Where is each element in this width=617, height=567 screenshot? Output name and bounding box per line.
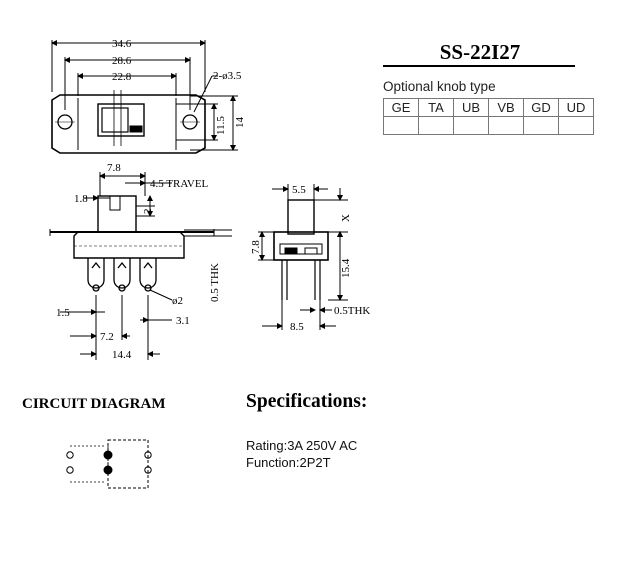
circuit-diagram xyxy=(66,439,152,489)
dim-pin-pitch: 3.1 xyxy=(176,315,190,327)
dim-overall-length: 34.6 xyxy=(112,38,132,50)
dim-end-x: X xyxy=(340,214,352,222)
dim-end-total-height: 15.4 xyxy=(340,258,352,278)
dim-end-thickness: 0.5THK xyxy=(334,305,370,317)
knob-image-cell xyxy=(453,116,489,135)
dim-end-knob-width: 5.5 xyxy=(292,184,306,196)
knob-type-cell: GD xyxy=(523,98,559,117)
dim-side-thickness: 0.5 THK xyxy=(209,263,221,302)
spec-function: Function:2P2T xyxy=(246,455,331,470)
dim-hole-note: 2-ø3.5 xyxy=(213,70,242,82)
dim-body-height: 11.5 xyxy=(215,116,227,135)
title-underline xyxy=(383,65,575,67)
dim-pin-span: 7.2 xyxy=(100,331,114,343)
circuit-common-terminal-top xyxy=(103,450,113,460)
dim-plate-height: 14 xyxy=(234,117,246,129)
knob-type-cell: VB xyxy=(488,98,524,117)
knob-image-cell xyxy=(488,116,524,135)
dim-pin-hole: ø2 xyxy=(172,295,183,307)
specifications-title: Specifications: xyxy=(246,391,368,412)
knob-image-cell xyxy=(418,116,454,135)
dim-end-body-height: 7.8 xyxy=(250,240,262,254)
knob-type-image-row xyxy=(383,116,594,135)
dim-pin-offset: 1.5 xyxy=(56,307,70,319)
circuit-diagram-title: CIRCUIT DIAGRAM xyxy=(22,396,166,412)
knob-type-cell: TA xyxy=(418,98,454,117)
dim-end-body-width: 8.5 xyxy=(290,321,304,333)
dim-mounting-span: 28.6 xyxy=(112,55,132,67)
knob-type-header-row: GE TA UB VB GD UD xyxy=(383,98,594,117)
knob-type-caption: Optional knob type xyxy=(383,79,496,94)
dim-knob-height: 2 xyxy=(142,209,154,215)
knob-type-cell: GE xyxy=(383,98,419,117)
dim-body-length: 22.8 xyxy=(112,71,132,83)
dim-actuator-offset: 7.8 xyxy=(107,162,121,174)
knob-image-cell xyxy=(383,116,419,135)
knob-image-cell xyxy=(523,116,559,135)
dim-travel: 4.5 TRAVEL xyxy=(150,178,209,190)
knob-type-cell: UD xyxy=(558,98,594,117)
knob-type-table: GE TA UB VB GD UD xyxy=(383,98,594,135)
dim-pin-total: 14.4 xyxy=(112,349,132,361)
knob-type-cell: UB xyxy=(453,98,489,117)
side-view xyxy=(49,172,232,360)
end-view xyxy=(258,184,348,330)
top-view xyxy=(51,40,238,154)
knob-image-cell xyxy=(558,116,594,135)
spec-rating: Rating:3A 250V AC xyxy=(246,438,358,453)
dim-knob-width: 1.8 xyxy=(74,193,88,205)
circuit-common-terminal-bottom xyxy=(103,465,113,475)
part-number-title: SS-22I27 xyxy=(439,40,521,64)
